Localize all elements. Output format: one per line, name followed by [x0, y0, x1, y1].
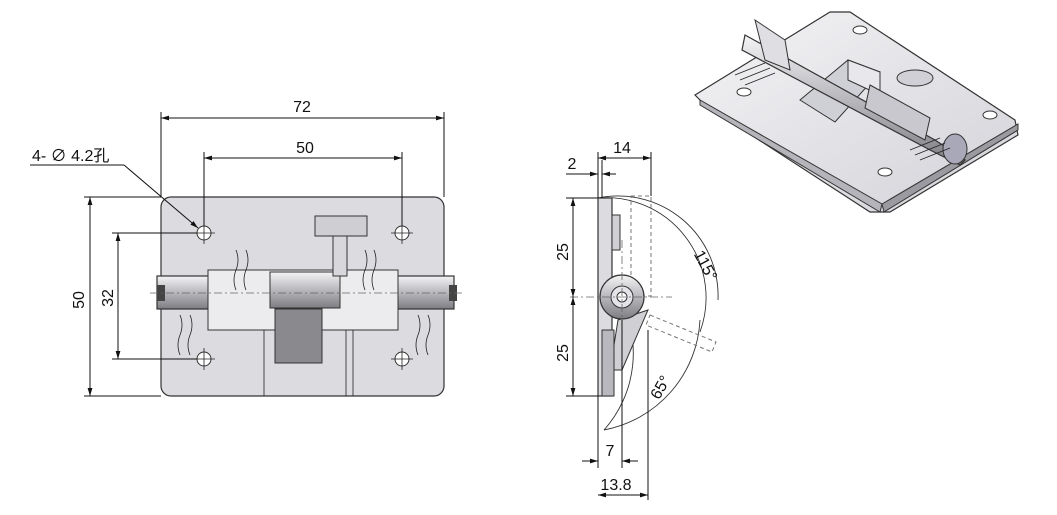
open-angle-arc — [597, 195, 719, 301]
dim-lower-height: 25 — [555, 344, 572, 362]
hinge-top-latch — [314, 215, 368, 237]
dim-hole-spacing: 50 — [296, 140, 314, 157]
iso-hole — [852, 25, 868, 35]
hinge-knuckle — [269, 271, 341, 309]
dim-upper-height: 25 — [555, 243, 572, 261]
dim-bottom-width: 13.8 — [600, 477, 631, 494]
iso-hole — [877, 167, 893, 177]
dim-hole-vertical-spacing: 32 — [100, 289, 117, 307]
spring-right-bottom — [415, 314, 431, 356]
front-view: 72 50 4- ∅ 4.2孔 50 32 — [30, 99, 462, 397]
mounting-hole — [391, 348, 413, 370]
iso-hole — [982, 110, 998, 120]
iso-hole — [736, 87, 752, 97]
close-angle-label: 65° — [648, 373, 675, 402]
dim-overall-width: 72 — [293, 99, 311, 116]
hinge-lock-tab — [274, 308, 323, 364]
spring-right-top — [362, 249, 377, 291]
dim-bottom-offset: 7 — [606, 443, 615, 460]
iso-barrel-end — [942, 133, 968, 165]
dim-overall-height: 50 — [71, 291, 88, 309]
dim-top-width: 14 — [613, 140, 631, 157]
mounting-hole — [193, 348, 215, 370]
side-view: 2 14 25 25 115° 65° 7 13.8 — [555, 140, 720, 500]
dim-top-thickness: 2 — [568, 156, 577, 173]
side-leaf-swing — [609, 309, 649, 371]
open-angle-label: 115° — [690, 248, 720, 284]
isometric-view — [694, 11, 1019, 213]
spring-left-bottom — [177, 314, 193, 356]
barrel-end-right — [449, 285, 457, 301]
spring-left-top — [233, 249, 249, 291]
hole-callout: 4- ∅ 4.2孔 — [32, 147, 109, 165]
hinge-latch-stem — [332, 235, 348, 277]
